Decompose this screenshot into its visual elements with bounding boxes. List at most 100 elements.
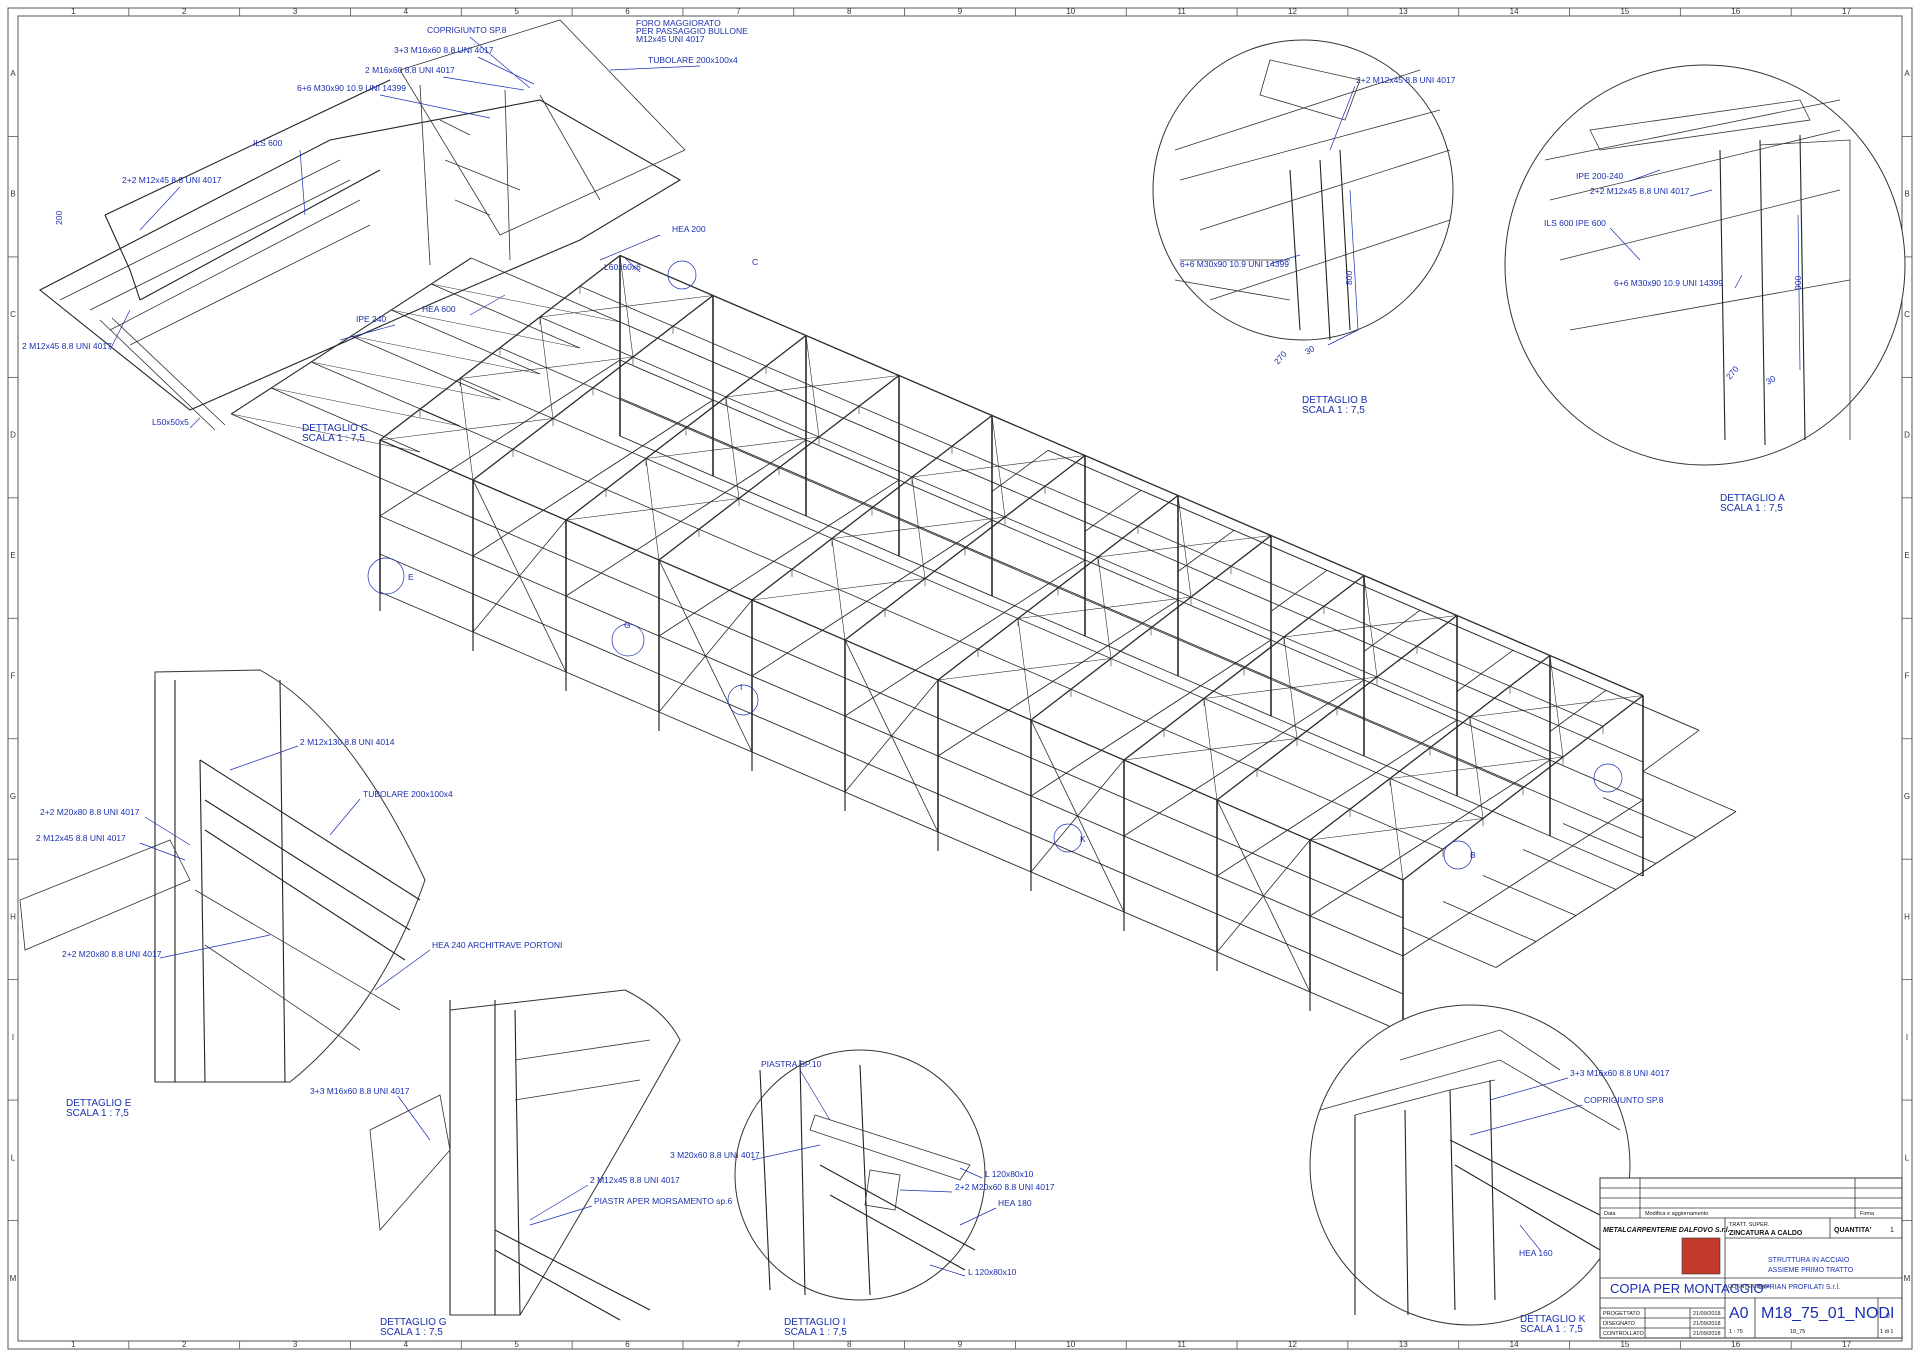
detail-k-scale: SCALA 1 : 7,5 [1520,1324,1583,1335]
detail-b-dim-1: 800 [1344,271,1354,285]
canopy-beam [231,413,381,479]
detail-c-label-14: IPE 240 [356,314,387,324]
detail-c-label-12: L60x60x6 [604,262,641,272]
side-canopy-beam [1177,530,1235,572]
column-index: 15 [1620,1340,1629,1349]
column-index: 10 [1066,7,1075,16]
date-designed: 21/09/2018 [1693,1311,1721,1317]
roof-bracing [805,335,820,438]
roof-bracing [1203,698,1218,801]
detail-e-leaders [139,745,431,991]
floor-beam [565,439,807,597]
floor-beam [937,599,1179,757]
detail-e-label-5: 2+2 M20x80 8.8 UNI 4017 [62,949,162,959]
column-index: 7 [736,7,741,16]
roof-bracing [1177,495,1192,598]
detail-c-label-2: FORO MAGGIORATO [636,18,721,28]
detail-b-label-1: 2+2 M12x45 8.8 UNI 4017 [1356,75,1456,85]
detail-c-label-15: 2 M12x45 8.8 UNI 4017 [22,341,112,351]
callout-g: G [624,620,631,630]
detail-g-leaders [397,1095,593,1226]
row-index: F [1905,672,1910,681]
roof-bracing [645,458,660,561]
row-index: B [10,190,15,199]
detail-c-label-6: 2 M16x60 8.8 UNI 4017 [365,65,455,75]
roof-bracing [1363,575,1378,678]
detail-a-dim-3: 30 [1764,373,1777,387]
girt [619,321,1644,763]
floor-beam [1030,639,1272,797]
column-index: 6 [625,7,630,16]
column-index: 3 [293,1340,298,1349]
rear-canopy-edge [1495,811,1737,968]
column-index: 17 [1842,1340,1851,1349]
detail-c-label-11: HEA 200 [672,224,706,234]
revision-signature-header: Firma [1860,1211,1875,1217]
callout-i: I [740,682,742,692]
column-index: 5 [514,7,519,16]
role-checked: CONTROLLATO [1603,1331,1644,1337]
column-index: 13 [1399,1340,1408,1349]
purlin [579,285,1604,727]
floor-beam [1309,759,1551,917]
callout-c: C [752,257,758,267]
canopy-bracing [351,335,541,375]
column-index: 13 [1399,7,1408,16]
detail-i-label-5: HEA 180 [998,1198,1032,1208]
side-canopy-beam [1549,690,1607,732]
column-index: 3 [293,7,298,16]
detail-b-drawing [1152,39,1454,341]
detail-b-scale: SCALA 1 : 7,5 [1302,405,1365,416]
rear-canopy-beam [1602,797,1697,838]
roof-bracing [1389,778,1404,881]
date-drawn: 21/09/2018 [1693,1321,1721,1327]
girt [379,591,1404,1033]
detail-c-label-13: HEA 600 [422,304,456,314]
description-line-1: STRUTTURA IN ACCIAIO [1768,1257,1850,1264]
detail-c-dimension: 200 [54,211,64,225]
detail-e-scale: SCALA 1 : 7,5 [66,1108,129,1119]
role-drawn: DISEGNATO [1603,1321,1636,1327]
detail-c-scale: SCALA 1 : 7,5 [302,433,365,444]
company-name: METALCARPENTERIE DALFOVO S.r.l. [1603,1227,1730,1234]
roof-bracing [1549,655,1564,758]
detail-c-drawing [38,19,686,431]
detail-i-leaders [751,1069,997,1277]
detail-g-title: DETTAGLIO G [380,1317,447,1328]
detail-c-label-4: M12x45 UNI 4017 [636,34,705,44]
row-index: E [10,551,15,560]
roof-bracing [1097,556,1112,659]
column-index: 10 [1066,1340,1075,1349]
job-number: 18_75 [1790,1329,1805,1335]
column-index: 1 [71,1340,76,1349]
girt [619,435,1644,877]
detail-a-label-3: ILS 600 IPE 600 [1544,218,1606,228]
quantity-value: 1 [1890,1227,1894,1234]
row-index: A [10,69,16,78]
revision-number: 0 [1886,1313,1890,1320]
column-index: 14 [1510,7,1519,16]
callout-b: B [1470,850,1476,860]
detail-g-label-2: 2 M12x45 8.8 UNI 4017 [590,1175,680,1185]
row-index: F [11,672,16,681]
detail-k-label-1: 3+3 M16x60 8.8 UNI 4017 [1570,1068,1670,1078]
detail-b-title: DETTAGLIO B [1302,395,1368,406]
sheet-format: A0 [1729,1305,1749,1322]
description-line-2: ASSIEME PRIMO TRATTO [1768,1267,1854,1274]
detail-c-label-9: ILS 600 [253,138,283,148]
role-designed: PROGETTATO [1603,1311,1641,1317]
column-index: 16 [1731,7,1740,16]
side-canopy-beam [1456,650,1514,692]
detail-e-label-2: TUBOLARE 200x100x4 [363,789,453,799]
detail-c-label-5: 3+3 M16x60 8.8 UNI 4017 [394,45,494,55]
side-canopy-beam [1084,490,1142,532]
canopy-beam [351,335,501,401]
roof-bracing [1469,716,1484,819]
side-canopy-beam [1270,570,1328,612]
callout-k: K [1080,834,1086,844]
column-index: 9 [958,1340,963,1349]
drawing-frame [7,7,1913,1350]
column-index: 12 [1288,7,1297,16]
row-index: I [12,1033,14,1042]
